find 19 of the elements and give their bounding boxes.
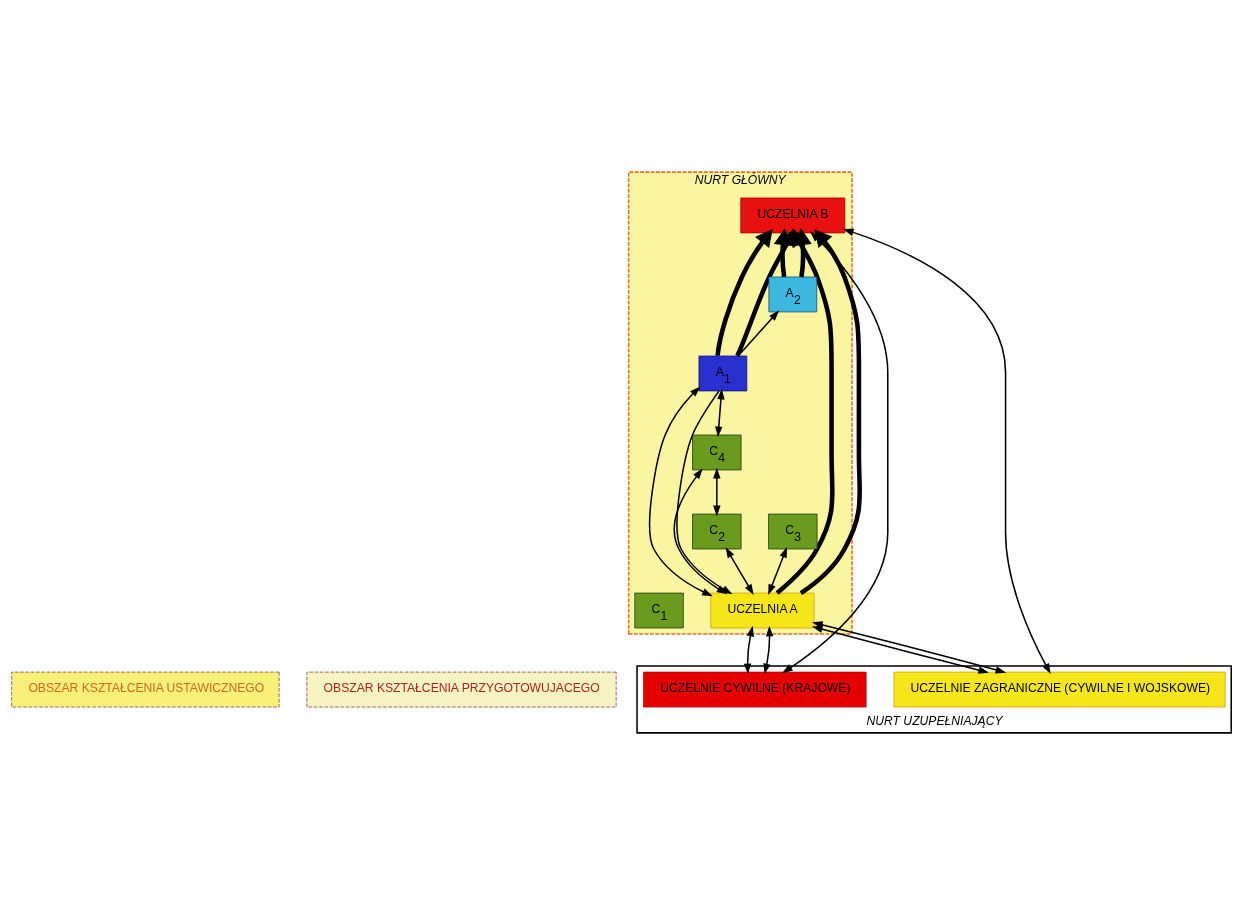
- arrow: [648, 385, 713, 596]
- node-box: OBSZAR KSZTAŁCENIA PRZYGOTOWUJACEGO: [306, 671, 617, 707]
- arrow: [763, 625, 774, 674]
- arrow: [715, 228, 773, 356]
- node-box: UCZELNIE ZAGRANICZNE (CYWILNE I WOJSKOWE): [893, 671, 1226, 707]
- node-box: UCZELNIA A: [710, 592, 815, 628]
- arrow: [773, 227, 792, 277]
- node-box: UCZELNIA B: [740, 197, 846, 233]
- node-box: OBSZAR KSZTAŁCENIA USTAWICZNEGO: [11, 671, 280, 707]
- arrow: [743, 625, 754, 674]
- arrow: [811, 620, 1007, 673]
- arrow: [842, 228, 1051, 674]
- arrow: [768, 546, 788, 595]
- arrow: [811, 625, 989, 674]
- node-box: UCZELNIE CYWILNE (KRAJOWE): [643, 671, 867, 707]
- arrow: [713, 467, 721, 516]
- arrow: [737, 309, 780, 357]
- arrow: [715, 388, 725, 437]
- arrow: [725, 546, 754, 595]
